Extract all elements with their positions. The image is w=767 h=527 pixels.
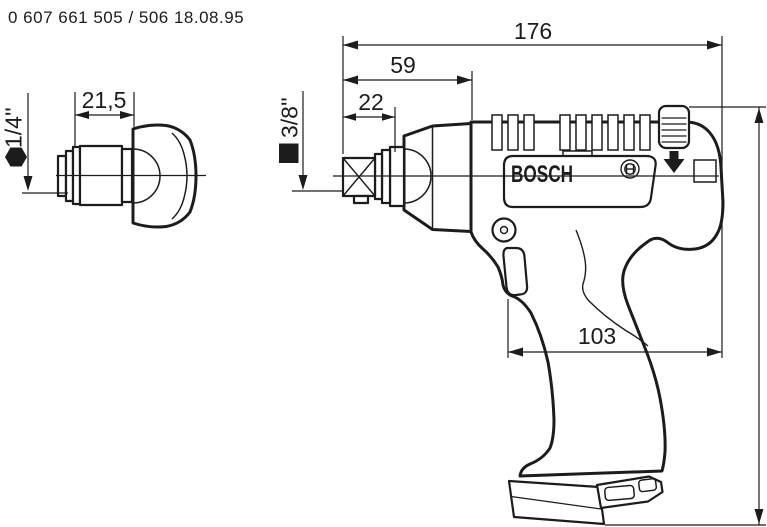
cooling-slot: [639, 114, 651, 151]
arrowhead-left: [75, 111, 89, 119]
cooling-slot: [607, 114, 619, 151]
base-seam: [510, 495, 602, 510]
drive-size-label: 3/8'': [277, 97, 303, 138]
dim-label: 59: [390, 52, 416, 78]
arrowhead-right: [707, 347, 722, 357]
arrowhead-right: [382, 113, 395, 121]
exhaust-vent: [604, 484, 635, 502]
exhaust-vent: [637, 478, 658, 493]
nose-cone: [402, 122, 473, 233]
cooling-slot: [491, 114, 503, 151]
dim-label: 22: [358, 89, 384, 115]
cooling-slots: [491, 114, 651, 151]
arrowhead-left: [508, 347, 523, 357]
drive-detent: [352, 194, 370, 205]
arrowhead-down: [754, 509, 764, 524]
arrowhead-left: [343, 40, 358, 50]
regulator-knob: [657, 104, 691, 150]
document-title: 0 607 661 505 / 506 18.08.95: [8, 8, 244, 27]
bit-holder-view: 21,5 1/4'': [1, 87, 206, 229]
dim-overall-height: [605, 106, 766, 526]
bosch-logo: BOSCH: [511, 161, 573, 188]
housing-screw: [491, 217, 517, 243]
dim-label: 176: [514, 18, 552, 44]
cooling-slot: [523, 114, 535, 151]
arrowhead-left: [343, 75, 358, 85]
dim-spindle-length: 22: [343, 89, 396, 152]
arrowhead-down: [298, 175, 308, 190]
dim-grip-depth: 103: [507, 299, 722, 358]
impact-wrench-view: BOSCH: [277, 18, 766, 526]
cooling-slot: [507, 114, 519, 151]
tool-body-outline: [469, 120, 725, 478]
dim-label: 21,5: [82, 87, 127, 113]
plate-outline: [502, 154, 657, 209]
arrowhead-up: [754, 108, 764, 123]
bosch-name-plate: BOSCH: [502, 150, 657, 209]
arrowhead-down: [23, 176, 33, 191]
square-drive: [341, 156, 377, 205]
front-housing: [341, 122, 473, 233]
cooling-slot: [623, 114, 635, 151]
arrowhead-right: [120, 111, 134, 119]
arrowhead-right: [457, 75, 472, 85]
cooling-slot: [559, 114, 571, 151]
air-inlet-mark: [693, 159, 717, 183]
cooling-slot: [591, 114, 603, 151]
down-arrow-icon: [663, 151, 685, 173]
exhaust-block: [595, 475, 664, 510]
square-icon: [279, 143, 299, 163]
trigger: [502, 246, 529, 297]
drive-size-callout-three-eighth: 3/8'': [277, 91, 343, 192]
dim-overall-length: 176: [342, 18, 723, 358]
dim-label: 103: [578, 323, 616, 349]
arrowhead-left: [343, 113, 356, 121]
cooling-slot: [575, 114, 587, 151]
drive-size-label: 1/4'': [1, 107, 27, 148]
dim-front-length: 59: [343, 52, 473, 120]
drive-size-callout-quarter-inch: 1/4'': [1, 93, 68, 194]
arrowhead-right: [707, 40, 722, 50]
handle-base: [507, 475, 664, 526]
dim-bit-holder-length: 21,5: [74, 87, 135, 146]
grip-contour-line: [575, 229, 649, 347]
bosch-emblem-icon: [620, 159, 640, 179]
hexagon-icon: [5, 147, 27, 167]
